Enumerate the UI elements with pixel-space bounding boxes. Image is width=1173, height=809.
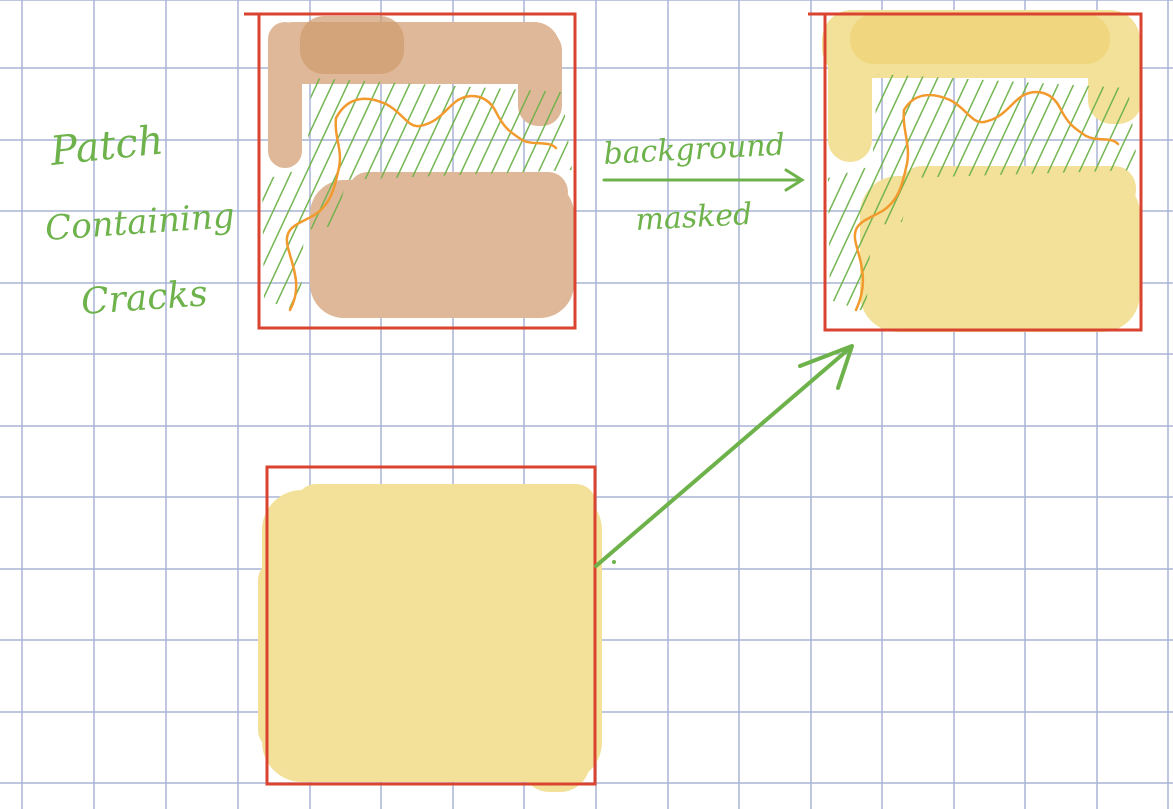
masked-patch-frame — [823, 12, 1143, 332]
mask-fill — [262, 490, 602, 782]
combine-arrow — [594, 344, 854, 568]
patch-label-line1: Patch — [47, 117, 165, 175]
masking-arrow — [602, 168, 805, 192]
arrow-label-bottom: masked — [635, 197, 754, 238]
masked-region-bottom — [860, 166, 1140, 332]
patch-label-line2: Containing — [44, 196, 236, 249]
mask-patch — [258, 465, 602, 792]
arrow-label-top: background — [603, 128, 786, 172]
crack-line — [285, 94, 558, 312]
original-patch — [244, 12, 577, 330]
mask-patch-frame — [265, 465, 597, 786]
masked-patch — [808, 10, 1143, 332]
masked-region-top — [822, 10, 1142, 162]
patch-label-line3: Cracks — [80, 273, 209, 323]
background-region-bottom — [310, 172, 574, 318]
masked-crack-line — [853, 90, 1120, 312]
crack-hatch-area — [262, 78, 572, 312]
original-patch-frame — [257, 12, 577, 330]
